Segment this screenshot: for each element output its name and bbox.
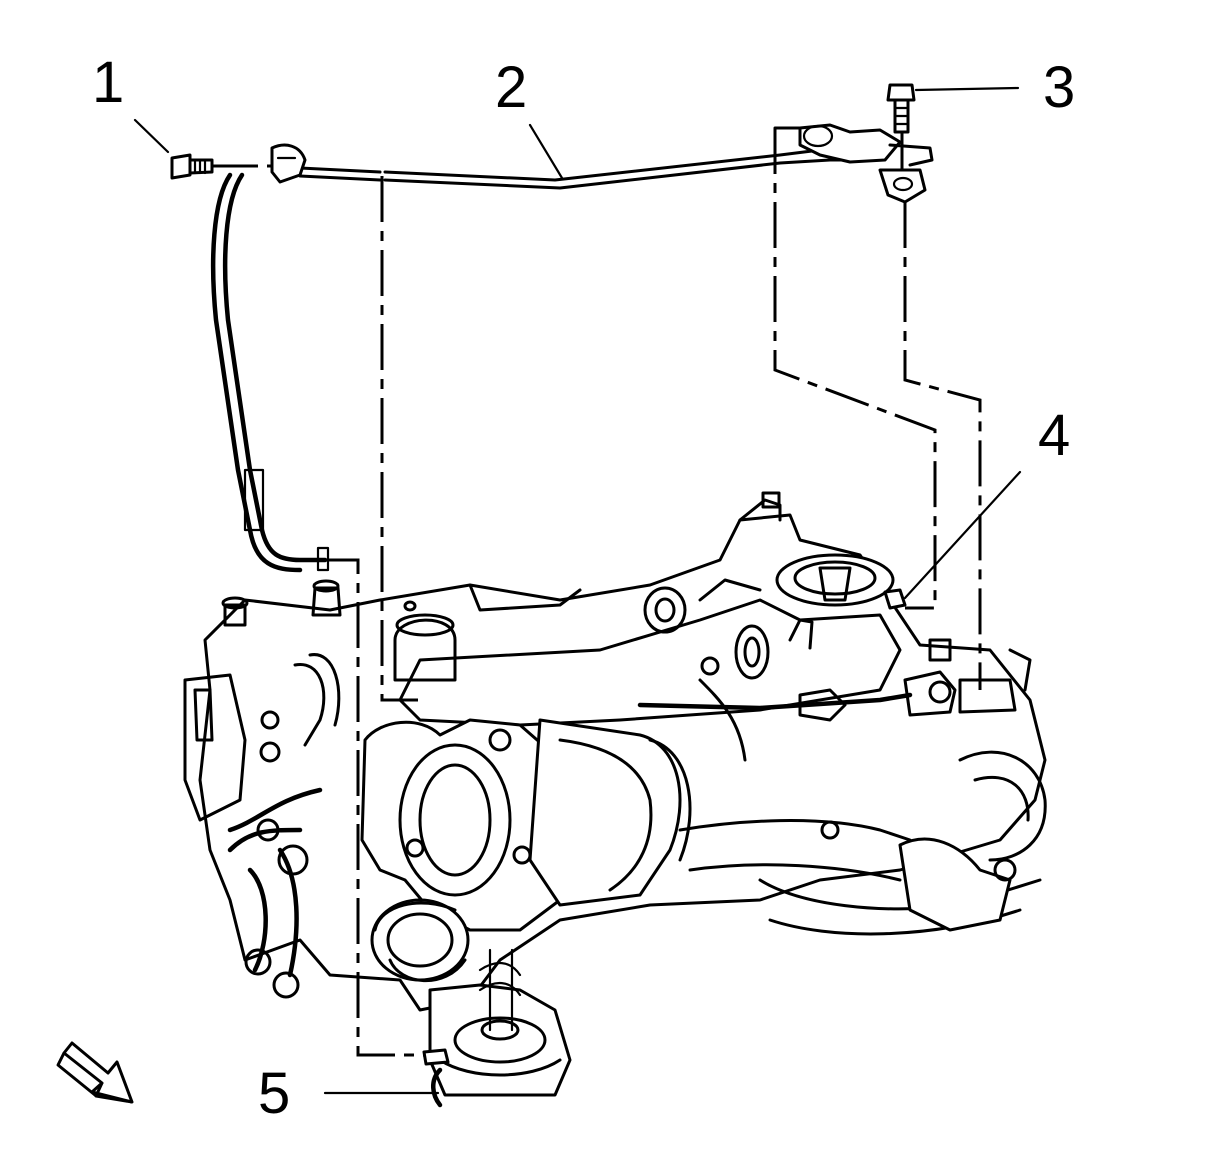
bolt-1	[170, 153, 214, 180]
leader-lines	[133, 86, 1022, 1095]
leader-2	[528, 123, 564, 180]
fastener-4	[883, 588, 907, 610]
callout-2: 2	[495, 55, 527, 120]
callout-4: 4	[1038, 403, 1070, 468]
leader-1	[133, 118, 170, 154]
leader-4	[903, 470, 1022, 600]
engine-assembly	[183, 491, 1047, 1097]
callout-3: 3	[1043, 55, 1075, 120]
front-direction-arrow-icon	[56, 1041, 134, 1104]
callout-1: 1	[92, 50, 124, 115]
tube-assembly	[210, 123, 934, 573]
callout-5: 5	[258, 1061, 290, 1126]
callout-labels: 1 2 3 4 5	[92, 50, 1075, 1126]
alignment-lines	[212, 128, 982, 1057]
leader-3	[914, 86, 1020, 92]
bolt-3	[886, 83, 916, 134]
clip-5	[422, 1048, 450, 1108]
